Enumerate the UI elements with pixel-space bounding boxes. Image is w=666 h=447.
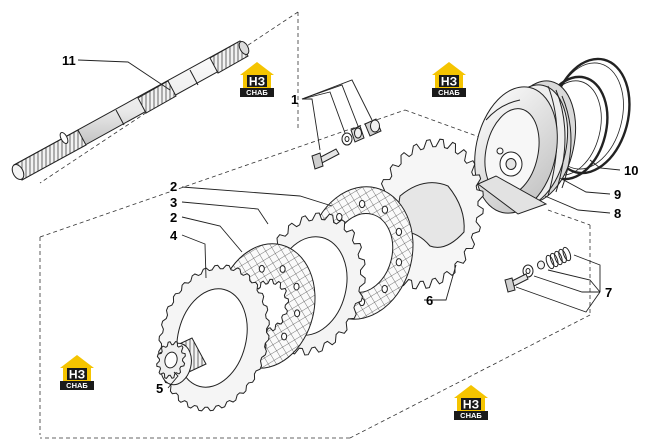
callout-11: 11 xyxy=(62,53,76,68)
callout-5: 5 xyxy=(156,381,163,396)
splined-hub xyxy=(156,337,207,386)
callout-7: 7 xyxy=(605,285,612,300)
callout-10: 10 xyxy=(624,163,638,178)
svg-text:НЗ: НЗ xyxy=(249,75,265,89)
svg-text:НЗ: НЗ xyxy=(69,368,85,382)
piston-housing xyxy=(474,80,576,215)
callout-2-front: 2 xyxy=(170,210,177,225)
callout-2-rear: 2 xyxy=(170,179,177,194)
callout-1: 1 xyxy=(291,92,298,107)
callout-8: 8 xyxy=(614,206,621,221)
callout-3: 3 xyxy=(170,195,177,210)
svg-text:НЗ: НЗ xyxy=(441,75,457,89)
front-plate xyxy=(158,264,270,412)
leader-lines xyxy=(77,59,621,389)
bolt-and-spacers xyxy=(311,118,382,170)
svg-text:СНАБ: СНАБ xyxy=(66,381,88,390)
svg-text:СНАБ: СНАБ xyxy=(460,411,482,420)
callout-6: 6 xyxy=(426,293,433,308)
callout-4: 4 xyxy=(170,228,178,243)
svg-text:НЗ: НЗ xyxy=(463,398,479,412)
shaft-part xyxy=(11,40,250,181)
svg-text:СНАБ: СНАБ xyxy=(246,88,268,97)
spring-assembly xyxy=(504,246,572,293)
callout-numbers: 11 1 2 3 2 4 5 6 7 8 9 10 xyxy=(62,53,638,396)
callout-9: 9 xyxy=(614,187,621,202)
svg-text:СНАБ: СНАБ xyxy=(438,88,460,97)
